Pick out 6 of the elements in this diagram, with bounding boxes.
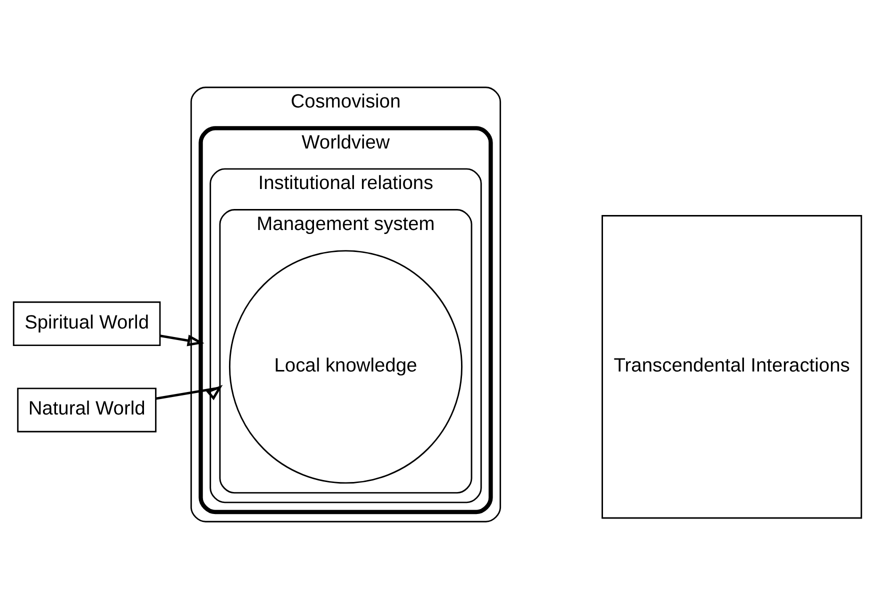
node-box: Spiritual World: [12, 300, 161, 346]
node-circle: Local knowledge: [228, 250, 462, 484]
node-box: Natural World: [17, 387, 156, 432]
arrow: [156, 384, 223, 400]
node-box: Transcendental Interactions: [602, 214, 862, 518]
arrow: [160, 334, 204, 346]
